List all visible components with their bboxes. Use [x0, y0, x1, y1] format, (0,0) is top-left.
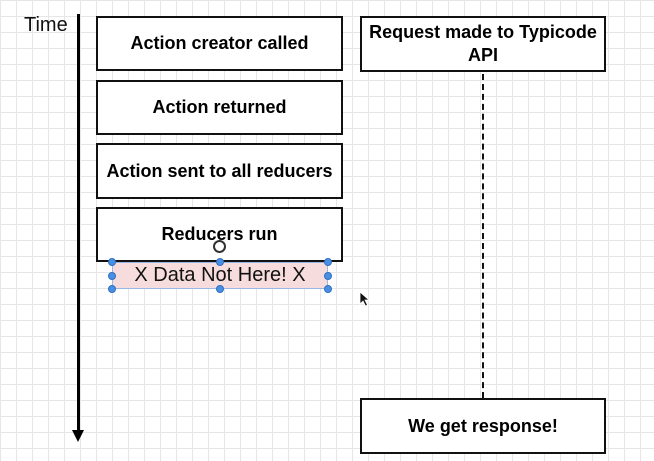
selection-handle-top[interactable]	[216, 258, 224, 266]
mouse-pointer-icon	[359, 291, 371, 307]
selection-handle-right[interactable]	[324, 272, 332, 280]
time-axis-line	[77, 14, 80, 432]
selection-handle-bottom-left[interactable]	[108, 285, 116, 293]
selection-handle-top-right[interactable]	[324, 258, 332, 266]
step-request-made[interactable]: Request made to Typicode API	[360, 16, 606, 72]
step-action-returned[interactable]: Action returned	[96, 80, 343, 135]
time-axis-arrowhead	[72, 430, 84, 442]
step-action-sent-to-reducers[interactable]: Action sent to all reducers	[96, 143, 343, 199]
selection-handle-bottom[interactable]	[216, 285, 224, 293]
wait-dashed-line	[482, 74, 484, 398]
rotate-cursor-icon	[213, 240, 226, 253]
selection-handle-left[interactable]	[108, 272, 116, 280]
step-reducers-run[interactable]: Reducers run	[96, 207, 343, 262]
data-not-here-note[interactable]: X Data Not Here! X	[112, 262, 328, 289]
time-axis-label: Time	[24, 14, 68, 36]
selection-handle-bottom-right[interactable]	[324, 285, 332, 293]
selection-handle-top-left[interactable]	[108, 258, 116, 266]
step-action-creator-called[interactable]: Action creator called	[96, 16, 343, 71]
step-response-received[interactable]: We get response!	[360, 398, 606, 454]
